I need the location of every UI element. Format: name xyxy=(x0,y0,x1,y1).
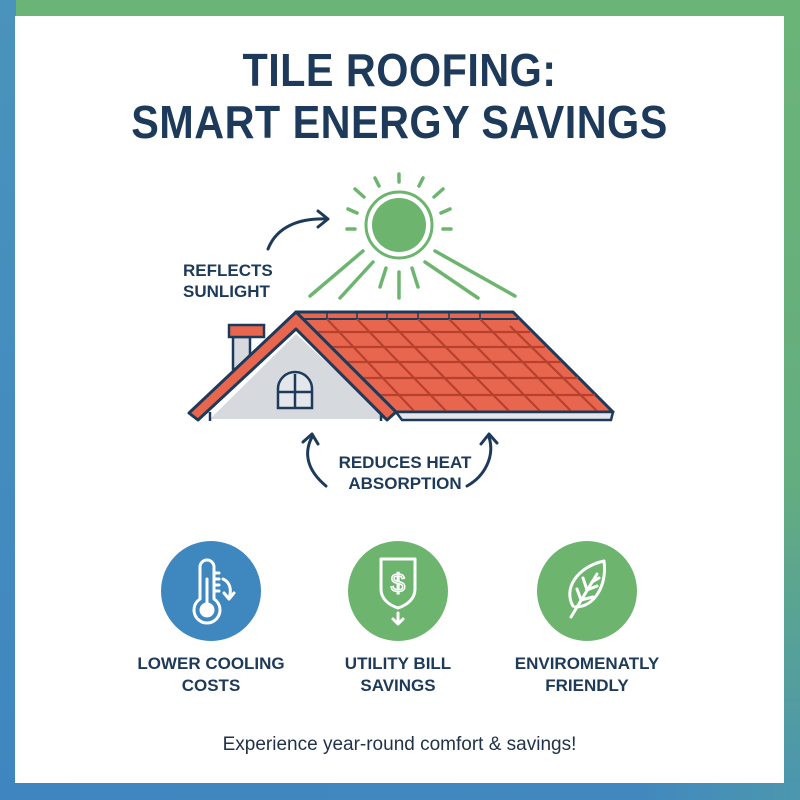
feature-label-eco: ENVIROMENATLY FRIENDLY xyxy=(487,653,687,697)
callout-reflects-line-1: REFLECTS xyxy=(183,261,273,280)
frame-border-top xyxy=(0,0,800,16)
feature-eco-line-1: ENVIROMENATLY xyxy=(514,654,660,673)
feature-savings-line-2: SAVINGS xyxy=(360,676,436,695)
frame-border-bottom xyxy=(0,783,800,800)
svg-text:$: $ xyxy=(391,568,406,598)
page-title: TILE ROOFING: SMART ENERGY SAVINGS xyxy=(53,44,745,148)
title-line-2: SMART ENERGY SAVINGS xyxy=(131,96,668,148)
feature-icon-circle-eco xyxy=(537,541,637,641)
thermometer-down-icon xyxy=(192,558,236,625)
feature-eco-line-2: FRIENDLY xyxy=(545,676,629,695)
dollar-shield-icon: $ xyxy=(379,557,417,626)
callout-reduces-line-2: ABSORPTION xyxy=(348,474,462,493)
tagline: Experience year-round comfort & savings! xyxy=(222,734,577,755)
feature-cooling-line-2: COSTS xyxy=(181,676,241,695)
reflect-arrow-icon xyxy=(266,209,330,251)
feature-label-savings: UTILITY BILL SAVINGS xyxy=(298,653,498,697)
feature-savings-line-1: UTILITY BILL xyxy=(344,654,452,673)
feature-label-cooling: LOWER COOLING COSTS xyxy=(111,653,311,697)
callout-reflects-sunlight: REFLECTS SUNLIGHT xyxy=(183,260,273,302)
window-icon xyxy=(276,370,314,410)
frame-border-right xyxy=(784,0,800,800)
callout-reduces-line-1: REDUCES HEAT xyxy=(338,453,472,472)
title-line-1: TILE ROOFING: xyxy=(242,44,557,96)
feature-icon-circle-savings: $ xyxy=(348,541,448,641)
infographic-panel: TILE ROOFING: SMART ENERGY SAVINGS xyxy=(15,16,784,783)
heat-arrows-icon xyxy=(301,432,499,488)
sun-icon xyxy=(308,172,517,300)
house-icon xyxy=(187,310,615,422)
callout-reduces-heat: REDUCES HEAT ABSORPTION xyxy=(315,452,495,494)
callout-reflects-line-2: SUNLIGHT xyxy=(183,282,270,301)
frame-border-left xyxy=(0,0,16,800)
leaf-icon xyxy=(568,559,606,619)
feature-cooling-line-1: LOWER COOLING xyxy=(137,654,285,673)
feature-icon-circle-cooling xyxy=(161,541,261,641)
roof-illustration xyxy=(187,172,615,488)
